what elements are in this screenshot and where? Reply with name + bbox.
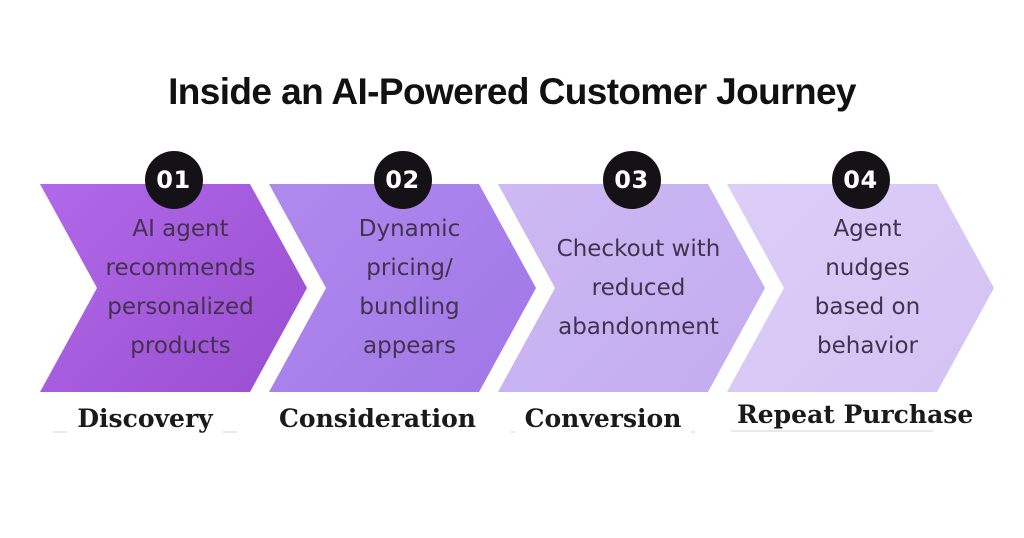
stage-label: Discovery — [67, 400, 223, 438]
step-number: 01 — [156, 166, 191, 194]
description-line: Agent — [833, 216, 902, 242]
stage-description: AI agent recommends personalized product… — [90, 184, 271, 392]
stage-label: Repeat Purchase — [737, 400, 974, 429]
step-number-badge: 04 — [831, 151, 890, 209]
description-line: pricing/ — [366, 255, 453, 281]
stage-description: Dynamic pricing/ bundling appears — [319, 184, 500, 392]
step-number: 04 — [843, 166, 878, 194]
journey-stage-repeat-purchase: 04 Agent nudges based on behavior Repeat… — [727, 151, 994, 432]
description-line: based on — [814, 294, 921, 320]
description-line: recommends — [105, 255, 256, 281]
description-line: appears — [363, 333, 456, 359]
stage-label: Consideration — [269, 400, 486, 438]
step-number-badge: 03 — [602, 151, 661, 209]
journey-stage-consideration: 02 Dynamic pricing/ bundling appears Con… — [269, 151, 536, 438]
description-line: nudges — [825, 255, 910, 281]
description-line: personalized — [107, 294, 254, 320]
description-line: Checkout with — [556, 235, 721, 262]
description-line: reduced — [591, 274, 686, 301]
description-line: behavior — [817, 333, 918, 359]
stage-label-row: Conversion — [498, 400, 708, 440]
journey-stage-conversion: 03 Checkout with reduced abandonment Con… — [498, 151, 765, 438]
stage-label-row: Repeat Purchase — [727, 396, 973, 436]
step-number: 02 — [385, 166, 420, 194]
description-line: AI agent — [132, 216, 229, 242]
description-line: bundling — [359, 294, 460, 320]
stage-label-row: Discovery — [40, 400, 250, 440]
description-line: Dynamic — [358, 216, 461, 242]
stage-description: Agent nudges based on behavior — [777, 184, 958, 392]
stage-label-row: Consideration — [269, 400, 486, 440]
description-line: abandonment — [558, 313, 719, 340]
stage-description: Checkout with reduced abandonment — [548, 184, 729, 392]
step-number: 03 — [614, 166, 649, 194]
step-number-badge: 02 — [373, 151, 432, 209]
page-title: Inside an AI-Powered Customer Journey — [168, 70, 856, 112]
journey-flow: 01 AI agent recommends personalized prod… — [40, 151, 994, 438]
journey-stage-discovery: 01 AI agent recommends personalized prod… — [40, 151, 307, 438]
description-line: products — [130, 333, 231, 359]
label-underline — [731, 430, 933, 432]
stage-label: Conversion — [514, 400, 692, 438]
step-number-badge: 01 — [144, 151, 203, 209]
